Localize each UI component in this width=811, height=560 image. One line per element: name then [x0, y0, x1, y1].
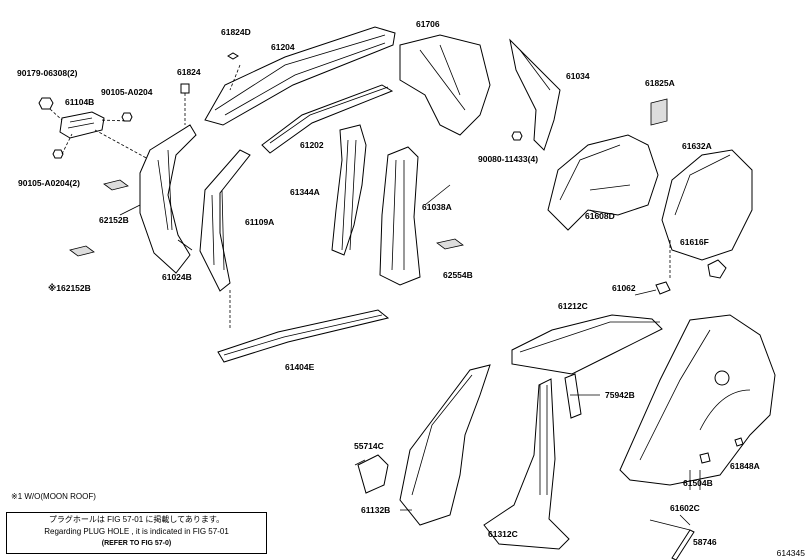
- plug-hole-note: プラグホールは FIG 57-01 に掲載してあります。 Regarding P…: [6, 512, 267, 554]
- label-58746: 58746: [693, 537, 717, 547]
- note-line-refer: (REFER TO FIG 57-0): [101, 540, 172, 547]
- seal-58746: [671, 529, 695, 560]
- label-61212C: 61212C: [558, 301, 588, 311]
- clip-61616F: [707, 259, 727, 279]
- rail-61202: [261, 84, 394, 154]
- pillar-61344A: [331, 124, 367, 256]
- liner-61632A: [661, 149, 753, 261]
- roof-rail-61204: [204, 26, 396, 126]
- label-61706: 61706: [416, 19, 440, 29]
- quarter-panel-61602C: [619, 314, 776, 486]
- clip-61504B: [699, 452, 711, 464]
- label-61848A: 61848A: [730, 461, 760, 471]
- bolt-90105-upper: [121, 112, 133, 122]
- panel-61034: [509, 38, 561, 151]
- label-75942B: 75942B: [605, 390, 635, 400]
- patch-61824: [180, 83, 190, 94]
- label-61312C: 61312C: [488, 529, 518, 539]
- label-162152B: ※162152B: [48, 283, 91, 293]
- patch-61825A: [650, 98, 668, 126]
- label-90105-upper: 90105-A0204: [101, 87, 153, 97]
- footnote-moon-roof: ※1 W/O(MOON ROOF): [11, 492, 96, 501]
- label-61132B: 61132B: [361, 505, 391, 515]
- panel-61706: [399, 34, 491, 136]
- pillar-61132B: [399, 364, 491, 526]
- label-61024B: 61024B: [162, 272, 192, 282]
- rail-61212C: [511, 314, 663, 375]
- pillar-61024B: [139, 124, 197, 274]
- label-61204: 61204: [271, 42, 295, 52]
- note-line-english: Regarding PLUG HOLE , it is indicated in…: [44, 527, 229, 536]
- pillar-61038A: [379, 146, 421, 286]
- rocker-61404E: [217, 309, 390, 363]
- molding-75942B: [564, 373, 582, 419]
- label-61825A: 61825A: [645, 78, 675, 88]
- note-line-japanese: プラグホールは FIG 57-01 に掲載してあります。: [48, 515, 225, 524]
- wheelhouse-61608D: [547, 134, 659, 231]
- pillar-61109A: [199, 149, 251, 292]
- label-62554B: 62554B: [443, 270, 473, 280]
- bolt-90105-lower: [52, 149, 64, 159]
- label-61632A: 61632A: [682, 141, 712, 151]
- label-90105-lower: 90105-A0204(2): [18, 178, 80, 188]
- clip-61848A: [734, 437, 744, 447]
- patch-61824D: [227, 52, 239, 60]
- label-61344A: 61344A: [290, 187, 320, 197]
- label-61824: 61824: [177, 67, 201, 77]
- label-61404E: 61404E: [285, 362, 315, 372]
- grommet-90179: [38, 97, 54, 110]
- figure-number: 614345: [776, 548, 805, 558]
- label-90080: 90080-11433(4): [478, 154, 539, 164]
- pillar-61312C: [483, 378, 570, 550]
- pad-62554B: [436, 238, 464, 250]
- label-61504B: 61504B: [683, 478, 713, 488]
- label-61034: 61034: [566, 71, 590, 81]
- label-61062: 61062: [612, 283, 636, 293]
- label-90179: 90179-06308(2): [17, 68, 78, 78]
- label-61616F: 61616F: [680, 237, 709, 247]
- fuel-door-opening: [714, 370, 730, 386]
- label-61824D: 61824D: [221, 27, 251, 37]
- bolt-90080: [511, 131, 523, 141]
- bracket-61062: [655, 281, 671, 295]
- label-61038A: 61038A: [422, 202, 452, 212]
- label-62152B: 62152B: [99, 215, 129, 225]
- label-55714C: 55714C: [354, 441, 384, 451]
- pad-62152B: [103, 179, 129, 191]
- label-61602C: 61602C: [670, 503, 700, 513]
- label-61109A: 61109A: [245, 217, 275, 227]
- label-61104B: 61104B: [65, 97, 95, 107]
- label-61202: 61202: [300, 140, 324, 150]
- pad-162152B: [69, 245, 95, 257]
- label-61608D: 61608D: [585, 211, 615, 221]
- bracket-55714C: [357, 454, 389, 494]
